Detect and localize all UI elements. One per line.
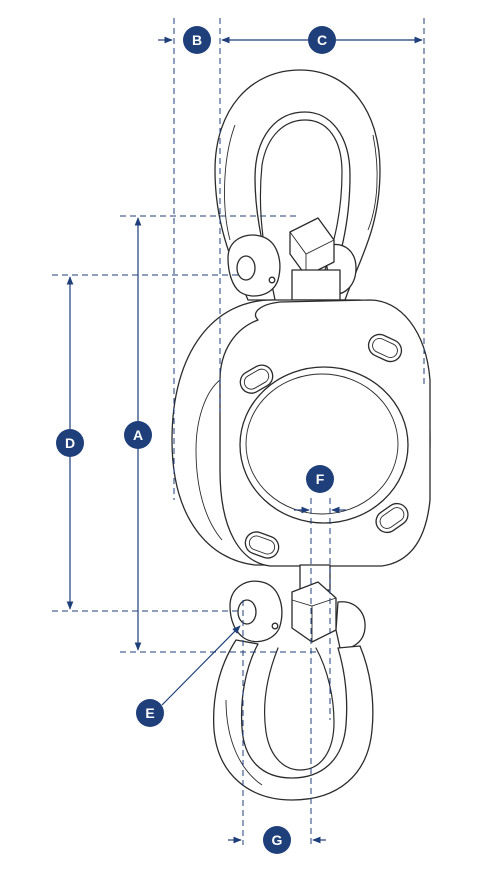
- label-e-text: E: [145, 705, 154, 721]
- label-badge-a: A: [124, 421, 152, 449]
- label-badge-b: B: [183, 26, 211, 54]
- top-shackle: [214, 69, 381, 301]
- label-badge-c: C: [308, 26, 336, 54]
- label-d-text: D: [65, 435, 75, 451]
- label-c-text: C: [317, 32, 327, 48]
- label-f-text: F: [316, 471, 325, 487]
- dimension-e-leader: [161, 625, 241, 706]
- label-badge-f: F: [306, 465, 334, 493]
- label-b-text: B: [192, 32, 202, 48]
- label-a-text: A: [133, 427, 143, 443]
- label-badge-g: G: [263, 826, 291, 854]
- bottom-shackle: [212, 564, 374, 801]
- label-badge-d: D: [56, 429, 84, 457]
- dimension-annotations: B C A D F E G: [52, 18, 425, 854]
- label-g-text: G: [272, 832, 283, 848]
- label-badge-e: E: [136, 699, 164, 727]
- load-cell-body: [171, 299, 431, 567]
